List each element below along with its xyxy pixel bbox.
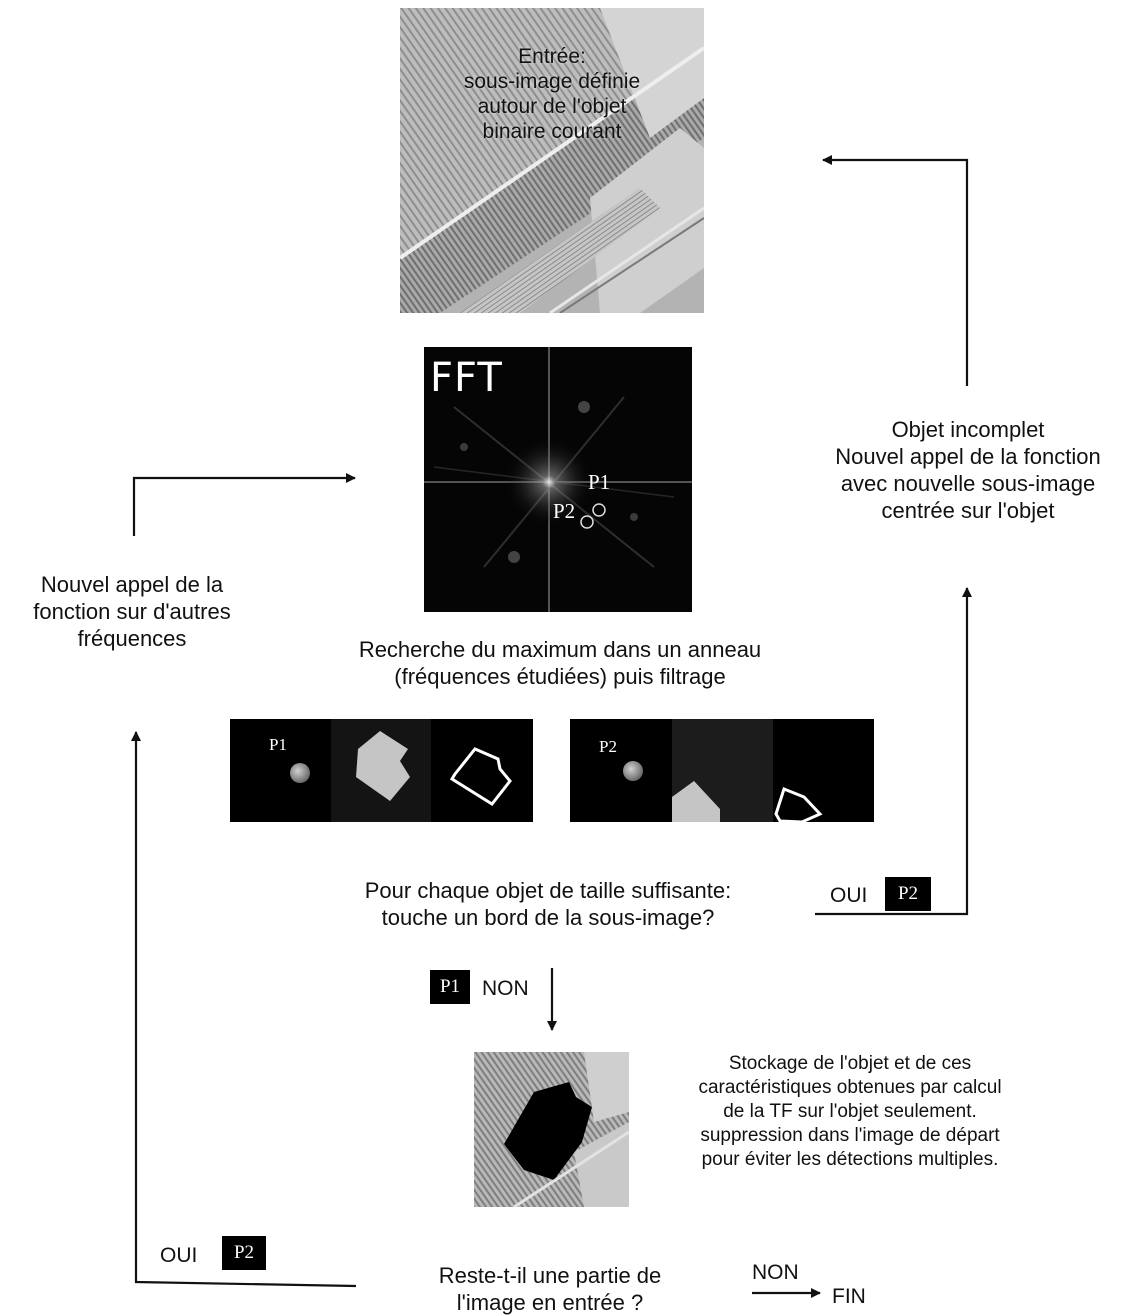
storage-line-2: caractéristiques obtenues par calcul bbox=[698, 1077, 1002, 1098]
storage-line-3: de la TF sur l'objet seulement. bbox=[723, 1101, 977, 1122]
oui-top-tag: P2 bbox=[885, 877, 931, 911]
oui-bottom-tag: P2 bbox=[222, 1236, 266, 1270]
input-line-4: binaire courant bbox=[482, 120, 622, 143]
right-note-line-2: Nouvel appel de la fonction bbox=[835, 444, 1101, 469]
fft-spectrum-image bbox=[424, 347, 692, 612]
end-fin-label: FIN bbox=[832, 1285, 866, 1308]
fft-title: FFT bbox=[430, 355, 503, 401]
arrow-left-note-to-fft bbox=[132, 473, 356, 536]
question1-line-1: Pour chaque objet de taille suffisante: bbox=[364, 878, 732, 903]
arrow-oui-to-right-note bbox=[815, 587, 972, 916]
input-aerial-image bbox=[400, 8, 704, 313]
input-line-1: Entrée: bbox=[518, 45, 586, 68]
search-caption: Recherche du maximum dans un anneau (fré… bbox=[280, 636, 840, 690]
input-line-2: sous-image définie bbox=[463, 70, 641, 93]
left-note: Nouvel appel de la fonction sur d'autres… bbox=[0, 571, 264, 652]
storage-line-5: pour éviter les détections multiples. bbox=[701, 1149, 999, 1170]
non-mid-label: NON bbox=[482, 977, 529, 1000]
left-note-line-2: fonction sur d'autres bbox=[33, 599, 231, 624]
question-remaining: Reste-t-il une partie de l'image en entr… bbox=[370, 1262, 730, 1316]
question2-line-1: Reste-t-il une partie de bbox=[438, 1263, 662, 1288]
storage-note: Stockage de l'objet et de ces caractéris… bbox=[640, 1052, 1060, 1172]
left-note-line-3: fréquences bbox=[77, 626, 187, 651]
oui-top-label: OUI bbox=[830, 884, 868, 907]
left-note-line-1: Nouvel appel de la bbox=[40, 572, 224, 597]
fft-p2-label: P2 bbox=[553, 499, 576, 523]
filter-strip-p1 bbox=[230, 719, 533, 822]
question1-line-2: touche un bord de la sous-image? bbox=[381, 905, 715, 930]
non-mid-tag: P1 bbox=[430, 970, 470, 1004]
strip-p2-label: P2 bbox=[599, 737, 617, 756]
question2-line-2: l'image en entrée ? bbox=[456, 1290, 644, 1315]
oui-bottom-label: OUI bbox=[160, 1244, 198, 1267]
filter-strip-p2 bbox=[570, 719, 874, 822]
right-note-line-1: Objet incomplet bbox=[891, 417, 1045, 442]
storage-line-4: suppression dans l'image de départ bbox=[700, 1125, 1000, 1146]
right-note-line-3: avec nouvelle sous-image bbox=[840, 471, 1096, 496]
stored-object-image bbox=[474, 1052, 629, 1207]
right-note: Objet incomplet Nouvel appel de la fonct… bbox=[808, 416, 1128, 524]
arrow-right-note-to-input bbox=[822, 155, 969, 386]
storage-line-1: Stockage de l'objet et de ces bbox=[728, 1053, 972, 1074]
end-non-label: NON bbox=[752, 1261, 799, 1284]
strip-p1-label: P1 bbox=[269, 735, 287, 754]
question-border-check: Pour chaque objet de taille suffisante: … bbox=[298, 877, 798, 931]
input-caption: Entrée: sous-image définie autour de l'o… bbox=[420, 44, 684, 144]
search-line-2: (fréquences étudiées) puis filtrage bbox=[394, 664, 726, 689]
right-note-line-4: centrée sur l'objet bbox=[881, 498, 1055, 523]
search-line-1: Recherche du maximum dans un anneau bbox=[358, 637, 762, 662]
fft-p1-label: P1 bbox=[588, 470, 611, 494]
arrow-bottom-oui-loop bbox=[131, 731, 357, 1288]
input-line-3: autour de l'objet bbox=[477, 95, 627, 118]
